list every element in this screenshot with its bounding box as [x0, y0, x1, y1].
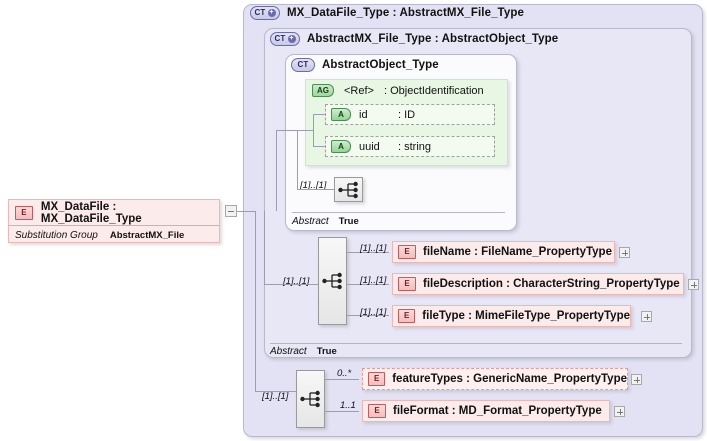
abstract-value: True: [338, 216, 359, 227]
abstract-label: Abstract: [270, 346, 307, 357]
attribute-id[interactable]: A id : ID: [325, 104, 495, 125]
trunk-to-seq2: [264, 284, 283, 285]
cardinality-sequence-1: [1]..[1]: [300, 180, 327, 191]
element-icon: E: [398, 277, 416, 291]
container-title-abstractmx-file-type: CT+ AbstractMX_File_Type : AbstractObjec…: [270, 32, 558, 46]
complextype-plus-icon[interactable]: CT+: [270, 32, 300, 46]
attribute-name: uuid: [359, 140, 380, 153]
cardinality-sequence-3: [1]..[1]: [262, 391, 289, 402]
cardinality-filetype: [1]..[1]: [360, 307, 387, 318]
attr-connector-uuid: [313, 146, 325, 147]
container-label: AbstractObject_Type: [322, 59, 439, 71]
abstract-row-2: Abstract True: [270, 346, 337, 357]
trunk-inner-vertical: [276, 130, 277, 211]
complextype-plus-icon[interactable]: CT+: [250, 6, 280, 20]
substitution-group-value: AbstractMX_File: [109, 229, 185, 241]
sequence-compositor-2[interactable]: [318, 237, 347, 325]
attr-connector-vertical: [313, 114, 314, 147]
cardinality-filename: [1]..[1]: [360, 243, 387, 254]
abstract-label: Abstract: [292, 216, 329, 227]
abstract-divider-1: [292, 212, 505, 213]
element-icon: E: [398, 309, 416, 323]
attribute-name: id: [359, 108, 368, 121]
attribute-group-type: : ObjectIdentification: [383, 84, 484, 97]
element-filetype[interactable]: E fileType : MimeFileType_PropertyType: [392, 305, 631, 327]
element-label: fileType : MimeFileType_PropertyType: [422, 310, 630, 322]
element-filename[interactable]: E fileName : FileName_PropertyType: [392, 241, 615, 263]
seq2-branch-filetype: [347, 315, 389, 316]
attribute-icon: A: [331, 140, 351, 153]
expand-toggle-filedescription[interactable]: [688, 279, 699, 290]
expand-toggle-featuretypes[interactable]: [631, 374, 642, 385]
attribute-uuid[interactable]: A uuid : string: [325, 136, 495, 157]
expand-toggle-fileformat[interactable]: [614, 406, 625, 417]
root-element-header: E MX_DataFile : MX_DataFile_Type: [9, 200, 219, 226]
root-element-label: MX_DataFile : MX_DataFile_Type: [40, 200, 142, 225]
element-label: fileName : FileName_PropertyType: [423, 246, 612, 258]
seq3-branch-fileformat: [325, 411, 359, 412]
seq3-branch-featuretypes: [325, 379, 359, 380]
abstract-row-1: Abstract True: [292, 216, 359, 227]
collapse-toggle-mx-datafile[interactable]: [225, 205, 237, 217]
sequence-icon: [337, 181, 358, 198]
attribute-group-icon: AG: [312, 84, 334, 97]
container-title-mx-datafile-type: CT+ MX_DataFile_Type : AbstractMX_File_T…: [250, 6, 524, 20]
cardinality-sequence-2: [1]..[1]: [283, 276, 310, 287]
trunk-from-root: [237, 211, 255, 212]
attribute-type: : string: [398, 140, 432, 153]
trunk-mid-vertical: [264, 211, 265, 284]
attr-connector-id: [313, 114, 325, 115]
complextype-icon[interactable]: CT: [291, 58, 315, 72]
sequence-compositor-1[interactable]: [334, 177, 363, 202]
abstract-divider-2: [270, 343, 682, 344]
trunk-to-attrgroup: [276, 130, 297, 131]
sequence-compositor-3[interactable]: [296, 370, 325, 428]
abstract-value: True: [316, 346, 337, 357]
sequence-icon: [321, 272, 342, 290]
element-icon: E: [368, 372, 386, 386]
expand-toggle-filename[interactable]: [619, 247, 630, 258]
substitution-group-label: Substitution Group: [15, 229, 98, 241]
cardinality-featuretypes: 0..*: [337, 368, 352, 379]
cardinality-fileformat: 1..1: [340, 400, 356, 411]
root-element-mx-datafile[interactable]: E MX_DataFile : MX_DataFile_Type Substit…: [8, 199, 220, 243]
element-label: featureTypes : GenericName_PropertyType: [392, 373, 627, 385]
element-label: fileDescription : CharacterString_Proper…: [423, 278, 680, 290]
element-icon: E: [368, 404, 386, 418]
element-fileformat[interactable]: E fileFormat : MD_Format_PropertyType: [362, 400, 610, 422]
attribute-icon: A: [331, 108, 351, 121]
trunk-to-seq2-b: [283, 284, 318, 285]
attribute-type: : ID: [398, 108, 416, 121]
seq2-branch-filename: [347, 252, 389, 253]
element-icon: E: [398, 245, 416, 259]
element-icon: E: [15, 205, 33, 220]
element-featuretypes[interactable]: E featureTypes : GenericName_PropertyTyp…: [362, 368, 628, 390]
seq1-connector-vertical: [297, 130, 298, 189]
trunk-to-seq3-b: [255, 391, 296, 392]
seq1-connector-horizontal: [297, 189, 334, 190]
substitution-group-row: Substitution Group AbstractMX_File: [9, 226, 219, 244]
container-label: AbstractMX_File_Type : AbstractObject_Ty…: [307, 33, 559, 45]
trunk-outer-vertical: [255, 211, 256, 391]
cardinality-filedescription: [1]..[1]: [360, 275, 387, 286]
attribute-group-header: AG <Ref> : ObjectIdentification: [306, 80, 507, 97]
container-label: MX_DataFile_Type : AbstractMX_File_Type: [287, 7, 524, 19]
element-label: fileFormat : MD_Format_PropertyType: [393, 405, 602, 417]
seq2-branch-filedescription: [347, 284, 389, 285]
container-title-abstractobject-type: CT AbstractObject_Type: [291, 58, 439, 72]
attr-connector-trunk: [297, 130, 313, 131]
element-filedescription[interactable]: E fileDescription : CharacterString_Prop…: [392, 273, 684, 295]
attribute-group-ref: <Ref>: [344, 84, 374, 97]
expand-toggle-filetype[interactable]: [641, 311, 652, 322]
sequence-icon: [299, 390, 320, 408]
